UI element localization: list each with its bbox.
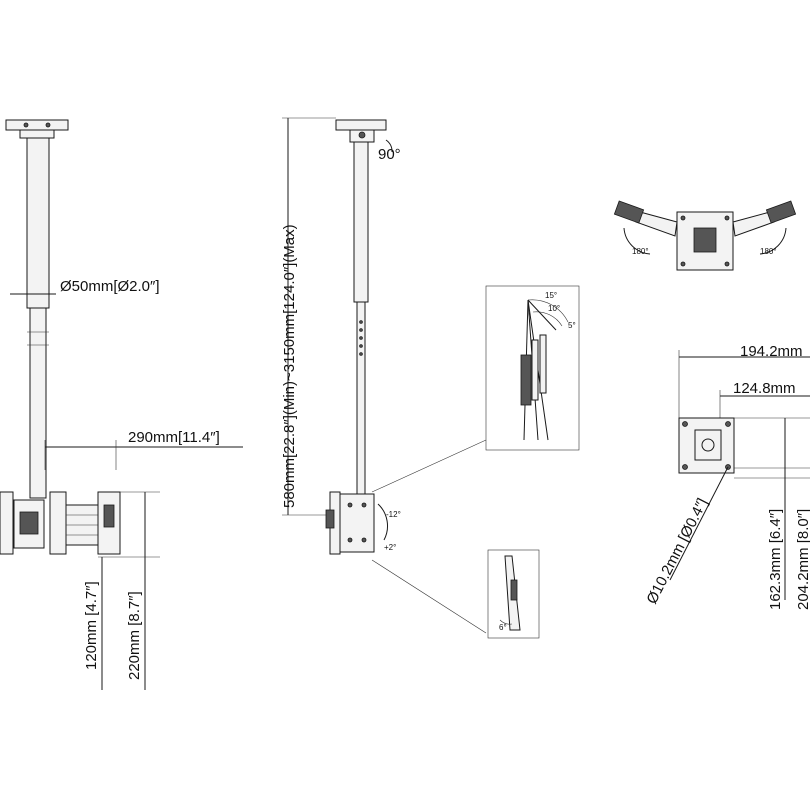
detail-leader (371, 559, 487, 634)
hole-diameter-label: Ø10.2mm [Ø0.4″] (643, 496, 711, 607)
depth-162-label: 162.3mm [6.4″] (767, 509, 784, 610)
height-range-label: 580mm[22.8″](Min)~3150mm[124.0″](Max) (281, 224, 298, 508)
ceiling-rotate-label: 90° (378, 146, 401, 163)
tilt-5-label: 5° (568, 321, 576, 330)
adapter-plate (13, 499, 45, 549)
bracket-stack (531, 339, 539, 401)
outer-pole (353, 141, 369, 303)
detail-leader (371, 439, 487, 493)
vesa-rail-left (0, 491, 14, 555)
rotation-arrow (385, 139, 393, 153)
adjust-hole (359, 320, 363, 324)
bolt (23, 122, 29, 128)
swivel-head-right (765, 200, 797, 224)
bracket-stack (539, 334, 547, 394)
center-hole (701, 438, 715, 452)
pole-diameter-label: Ø50mm[Ø2.0″] (60, 278, 160, 295)
outer-pole (26, 137, 50, 309)
plate-center (694, 429, 722, 461)
tilt-detail-lower: 6° (487, 549, 540, 639)
tilt-plus2-label: +2° (384, 543, 396, 552)
bracket-block (510, 579, 518, 601)
swivel-left-label: 180° (632, 247, 649, 256)
detail-frame (485, 285, 580, 451)
tilt-detail-upper: 15° 10° 5° (485, 285, 580, 451)
adjust-hole (359, 352, 363, 356)
top-swivel-view: 180° 180° (613, 200, 797, 271)
adjust-hole (359, 344, 363, 348)
angle-arc (532, 311, 563, 327)
side-view: 90° 580mm[22.8″](Min)~3150mm[124.0″](Max… (281, 117, 487, 634)
ceiling-plate-view: 194.2mm 124.8mm Ø10.2mm [Ø0.4″] 162.3mm … (643, 343, 810, 610)
plate-height-220-label: 220mm [8.7″] (126, 591, 143, 680)
ceiling-plate (5, 119, 69, 131)
mounting-hole (682, 464, 688, 470)
plate-bolt (724, 215, 730, 221)
mounting-hole (725, 421, 731, 427)
bolt (45, 122, 51, 128)
swivel-right-label: 180° (760, 247, 777, 256)
tilt-bracket (339, 493, 375, 553)
plate-height-120-label: 120mm [4.7″] (83, 581, 100, 670)
bracket-bolt (361, 537, 367, 543)
tilt-position (527, 299, 557, 331)
adjust-hole (359, 336, 363, 340)
depth-204-label: 204.2mm [8.0″] (795, 509, 810, 610)
swivel-arrow-left (623, 227, 651, 255)
ceiling-plate (335, 119, 387, 131)
bracket-bolt (361, 502, 367, 508)
bracket-bolt (347, 502, 353, 508)
swivel-arm-left (635, 211, 678, 237)
tilt-head (19, 511, 39, 535)
pivot-bolt (358, 131, 366, 139)
vesa-rail-center (49, 491, 67, 555)
angle-arc (527, 299, 569, 323)
tilt-6-label: 6° (499, 623, 507, 632)
ceiling-bracket (19, 129, 55, 139)
detail-frame (487, 549, 540, 639)
angle-arc (499, 619, 513, 625)
tilt-15-label: 15° (545, 291, 557, 300)
bracket-stack (520, 354, 532, 406)
front-view: Ø50mm[Ø2.0″] 290mm[11.4″] 120mm [4.7″] 2… (0, 119, 243, 690)
tilt-arrow (377, 503, 388, 541)
swivel-arm-right (732, 211, 775, 237)
arm-width-label: 290mm[11.4″] (128, 429, 220, 446)
plate-bolt (680, 215, 686, 221)
plate-bolt (680, 261, 686, 267)
width-124-label: 124.8mm (733, 380, 796, 397)
tilt-10-label: 10° (548, 304, 560, 313)
width-194-label: 194.2mm (740, 343, 803, 360)
swivel-arrow-right (759, 227, 787, 255)
swivel-head-left (613, 200, 645, 224)
tilt-minus12-label: -12° (386, 510, 401, 519)
plate-bolt (724, 261, 730, 267)
center-block (693, 227, 717, 253)
mounting-hole (682, 421, 688, 427)
adjust-hole (359, 328, 363, 332)
inner-pole (29, 307, 47, 499)
hole-diameter-leader (669, 466, 729, 581)
bracket-bolt (347, 537, 353, 543)
vesa-clamp (325, 509, 335, 529)
clamp-block (103, 504, 115, 528)
